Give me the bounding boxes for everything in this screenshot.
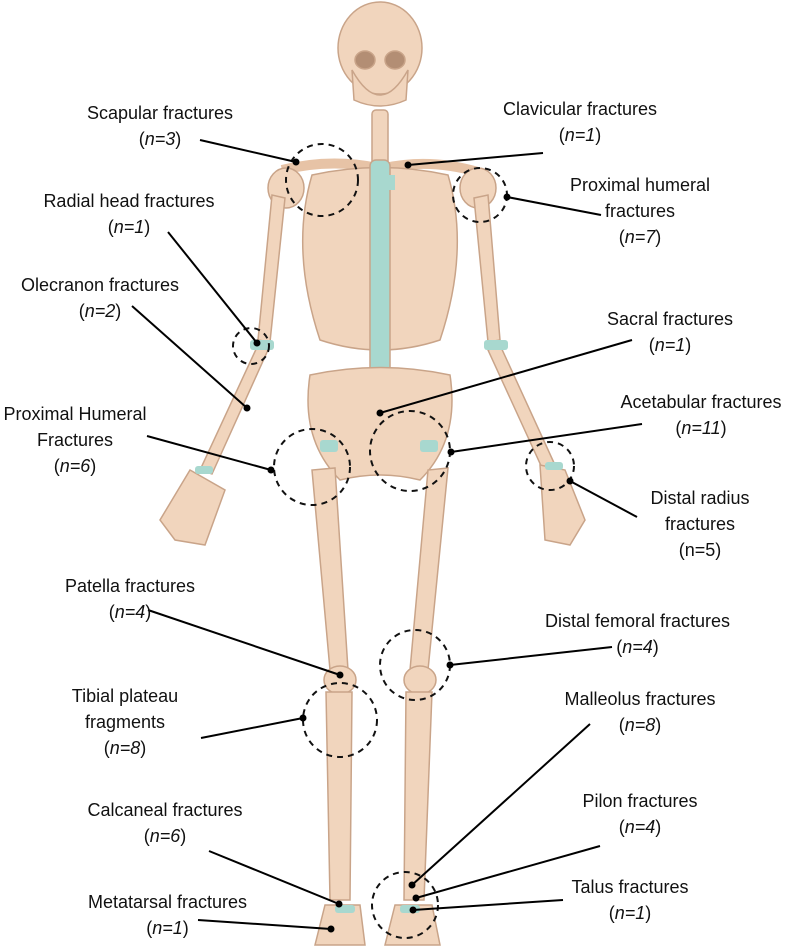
label-text: Olecranon fractures: [20, 275, 180, 295]
label-count: n=8: [109, 738, 141, 758]
label-text: Pilon fractures: [582, 791, 698, 811]
label-text: Talus fractures: [571, 877, 689, 897]
leader-calcaneal: [208, 850, 340, 905]
label-count: n=6: [149, 826, 181, 846]
label-text: Malleolus fractures: [564, 689, 716, 709]
leader-scapular: [199, 139, 297, 163]
label-text: Patella fractures: [64, 576, 196, 596]
leader-olecranon: [131, 305, 248, 409]
leader-acetabular: [450, 423, 643, 453]
label-text-1: Tibial plateau: [71, 686, 179, 706]
label-text-1: Proximal humeral: [569, 175, 711, 195]
circle-ankle: [371, 871, 439, 939]
label-pilon: Pilon fractures (n=4): [550, 788, 730, 840]
label-text-2: fragments: [84, 712, 166, 732]
leader-sacral: [379, 339, 633, 414]
label-text-2: Fractures: [36, 430, 114, 450]
label-distal-radius: Distal radius fractures (n=5): [610, 485, 790, 563]
label-text: Radial head fractures: [43, 191, 215, 211]
label-talus: Talus fractures (n=1): [540, 874, 720, 926]
label-text: Acetabular fractures: [620, 392, 782, 412]
label-radial-head: Radial head fractures (n=1): [14, 188, 244, 240]
label-text: Metatarsal fractures: [87, 892, 248, 912]
leader-distal-femoral: [449, 646, 613, 666]
label-acetabular: Acetabular fractures (n=11): [596, 389, 806, 441]
label-count: n=1: [152, 918, 183, 938]
label-scapular: Scapular fractures (n=3): [60, 100, 260, 152]
leader-clavicular: [407, 152, 544, 166]
label-distal-femoral: Distal femoral fractures (n=4): [510, 608, 765, 660]
label-count: n=4: [114, 602, 146, 622]
label-text: Scapular fractures: [86, 103, 234, 123]
label-count: n=8: [624, 715, 656, 735]
label-count: n=4: [624, 817, 656, 837]
label-count: n=6: [59, 456, 91, 476]
label-text-2: fractures: [604, 201, 676, 221]
label-count: n=2: [84, 301, 116, 321]
label-count: n=3: [144, 129, 176, 149]
leader-proximal-humeral: [506, 196, 602, 216]
leader-distal-radius: [569, 480, 638, 518]
label-patella: Patella fractures (n=4): [30, 573, 230, 625]
circle-distal-radius: [525, 441, 575, 491]
label-text-2: fractures: [664, 514, 736, 534]
label-text: Distal femoral fractures: [544, 611, 731, 631]
skeleton-bones: [159, 1, 586, 946]
label-proximal-humeral: Proximal humeral fractures (n=7): [540, 172, 740, 250]
label-text: Sacral fractures: [606, 309, 734, 329]
label-count: n=1: [564, 125, 596, 145]
label-text-1: Distal radius: [650, 488, 750, 508]
label-calcaneal: Calcaneal fractures (n=6): [60, 797, 270, 849]
label-olecranon: Olecranon fractures (n=2): [0, 272, 200, 324]
label-count: n=4: [622, 637, 653, 657]
label-count: n=1: [614, 903, 646, 923]
leader-metatarsal: [197, 919, 332, 930]
leader-malleolus: [411, 723, 591, 886]
leader-tibial-plateau: [200, 717, 304, 739]
circle-scapular: [285, 143, 359, 217]
label-malleolus: Malleolus fractures (n=8): [520, 686, 760, 738]
leader-patella: [147, 609, 341, 676]
label-metatarsal: Metatarsal fractures (n=1): [60, 889, 275, 941]
label-clavicular: Clavicular fractures (n=1): [470, 96, 690, 148]
circle-radial-head: [232, 327, 270, 365]
leader-lines: [131, 139, 643, 930]
label-text: Clavicular fractures: [502, 99, 658, 119]
leader-talus: [412, 899, 564, 911]
leader-pilon: [415, 845, 601, 899]
label-proximal-humeral-2: Proximal Humeral Fractures (n=6): [0, 401, 150, 479]
leader-dots: [243, 158, 574, 933]
label-count: n=1: [113, 217, 145, 237]
label-count: n=7: [624, 227, 656, 247]
label-count: n=5: [684, 540, 716, 560]
label-tibial-plateau: Tibial plateau fragments (n=8): [45, 683, 205, 761]
leader-radial-head: [167, 231, 258, 344]
label-text-1: Proximal Humeral: [3, 404, 147, 424]
label-count: n=1: [654, 335, 686, 355]
label-sacral: Sacral fractures (n=1): [575, 306, 765, 358]
label-count: n=11: [681, 418, 721, 438]
circle-tibial-plateau: [302, 682, 378, 758]
leader-proximal-humeral-2: [146, 435, 272, 471]
label-text: Calcaneal fractures: [87, 800, 243, 820]
circle-proximal-humeral-2: [273, 428, 351, 506]
